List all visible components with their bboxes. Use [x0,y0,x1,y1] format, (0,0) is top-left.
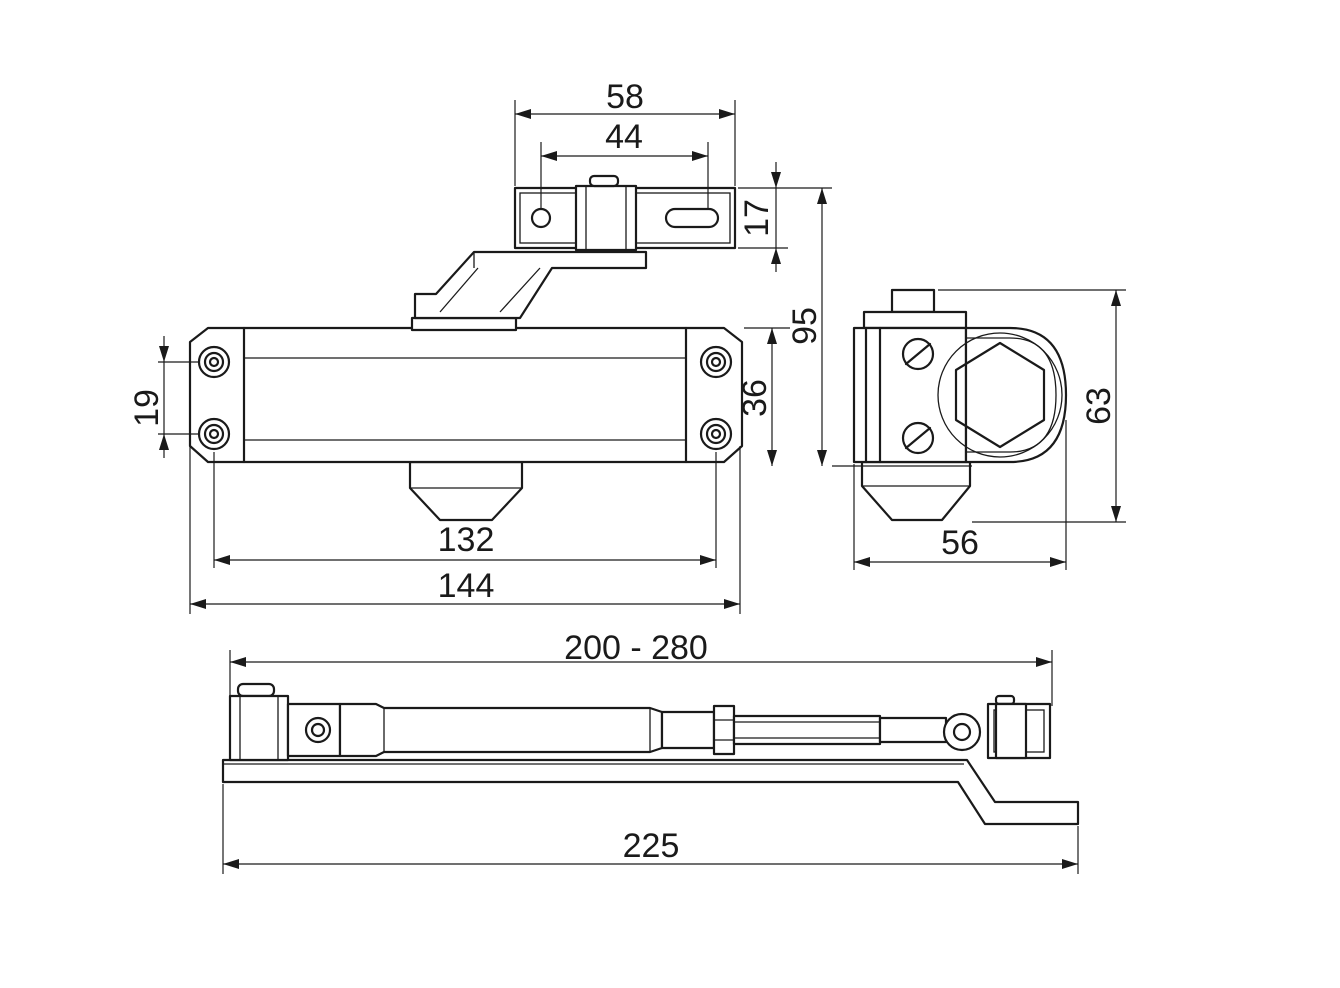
dim-label-hole-spacing: 132 [438,521,495,559]
dim-label-body-height: 36 [736,379,774,417]
dim-label-bracket-width: 58 [606,78,644,116]
dim-label-side-hole-spacing: 19 [128,389,166,427]
arm-assembly-top-view [221,682,1080,826]
dimension-labels: 58 44 17 95 19 36 132 144 63 56 200 - 28… [128,78,1118,865]
screw-icon [901,337,935,371]
dim-label-arm-adjustable: 200 - 280 [564,629,708,667]
dim-label-bracket-hole-spacing: 44 [605,118,643,156]
mounting-hole [699,417,733,451]
dim-label-bracket-height: 17 [738,199,776,237]
dim-label-arm-total: 225 [623,827,680,865]
mounting-hole [699,345,733,379]
dim-label-side-height: 63 [1080,387,1118,425]
closer-body-front-view [188,326,744,522]
mounting-hole [197,345,231,379]
dim-label-body-length: 144 [438,567,495,605]
dimension-lines [158,100,1126,874]
mounting-hole [197,417,231,451]
screw-icon [901,421,935,455]
arm-and-bracket-front-view [410,174,737,332]
dim-label-overall-height: 95 [786,307,824,345]
closer-side-view [852,288,1068,522]
dim-label-side-width: 56 [941,524,979,562]
